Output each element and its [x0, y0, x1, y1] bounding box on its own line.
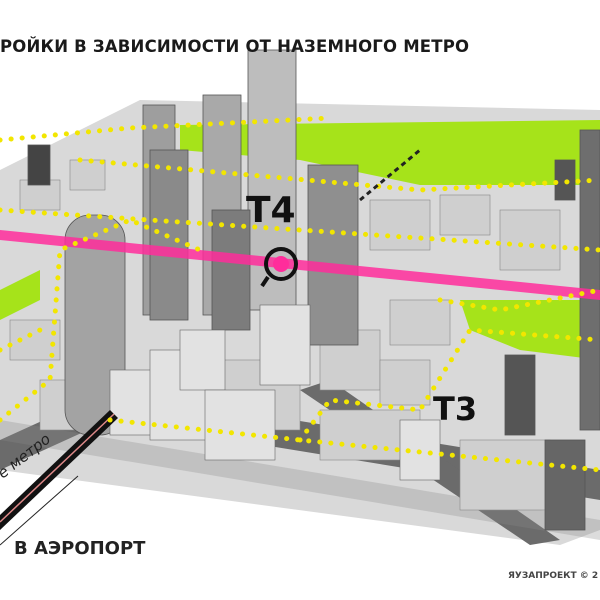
copyright: ЯУЗАПРОЕКТ © 2	[508, 571, 599, 581]
station-label-t3: Т3	[433, 390, 478, 428]
walk-paths	[0, 115, 600, 473]
low-buildings	[9, 159, 561, 511]
page-title: РОЙКИ В ЗАВИСИМОСТИ ОТ НАЗЕМНОГО МЕТРО	[0, 37, 470, 56]
station-label-t4: Т4	[246, 190, 296, 231]
airport-label: В АЭРОПОРТ	[14, 538, 146, 559]
metro-track-rail	[0, 413, 115, 523]
park	[0, 270, 40, 320]
road	[0, 420, 600, 540]
road-marking	[359, 148, 421, 202]
metro-track	[0, 410, 118, 530]
park	[460, 300, 600, 360]
mid-buildings	[109, 304, 441, 481]
metro-line	[0, 230, 600, 300]
station-marker-icon	[260, 247, 298, 288]
pointer-line	[0, 475, 79, 546]
